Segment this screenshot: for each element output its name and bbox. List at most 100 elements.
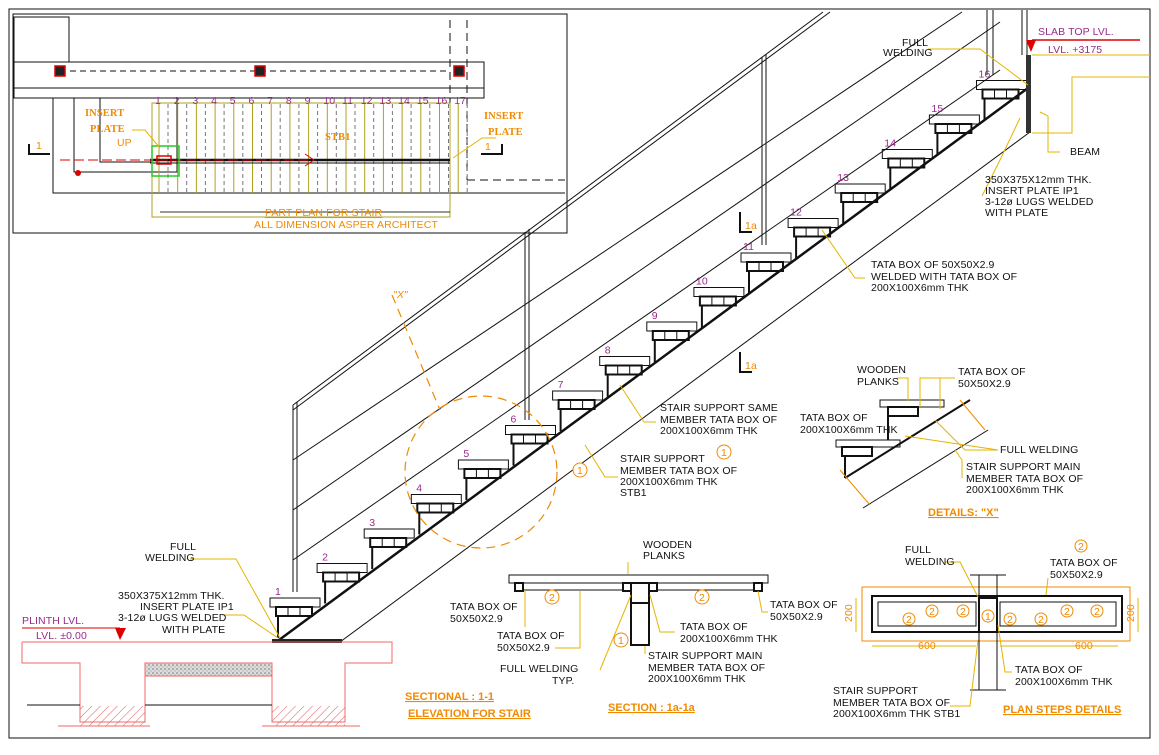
support-member-2: MEMBER TATA BOX OF	[620, 465, 737, 477]
step-tread	[599, 356, 651, 366]
mid-rail	[292, 21, 1001, 511]
section-full-welding-1: FULL WELDING	[500, 663, 578, 675]
step-number: 1	[275, 586, 281, 598]
tag-2: 2	[906, 614, 912, 626]
step-tata-box	[322, 571, 361, 583]
section-tata-left2-1: TATA BOX OF	[497, 630, 565, 642]
step-tata-box	[604, 364, 643, 376]
detail-support-main-1: STAIR SUPPORT MAIN	[966, 461, 1080, 473]
support-same-2: MEMBER TATA BOX OF	[660, 414, 777, 426]
step-tata-box	[887, 157, 926, 169]
tag-1: 1	[985, 611, 991, 623]
section-mark-left: 1	[36, 140, 42, 152]
level-marker-icon	[115, 628, 126, 640]
plan-step-number: 12	[361, 95, 373, 107]
insert-plate-bottom-1: 350X375X12mm THK.	[118, 590, 225, 602]
plan-step-number: 9	[305, 95, 311, 107]
step-number: 4	[416, 483, 422, 495]
tag-2-circle	[1034, 612, 1048, 626]
plan-step-number: 6	[249, 95, 255, 107]
support-same-1: STAIR SUPPORT SAME	[660, 402, 778, 414]
tag-2-circle	[956, 604, 970, 618]
step-number: 14	[884, 138, 896, 150]
plinth-label: PLINTH LVL.	[22, 615, 84, 627]
step-number: 16	[979, 69, 991, 81]
section-mark-right: 1	[485, 141, 491, 153]
section-1a: 2 2 1 WOODEN PLANKS TATA BOX OF 50X50X2.…	[450, 539, 838, 714]
plan-support-3: 200X100X6mm THK STB1	[833, 708, 960, 720]
section-title: SECTION : 1a-1a	[608, 702, 696, 714]
elevation-title-1: SECTIONAL : 1-1	[405, 691, 494, 703]
section-tata-left-1: TATA BOX OF	[450, 601, 518, 613]
insert-plate-label-left-1: INSERT	[85, 108, 124, 119]
plan-step-number: 4	[211, 95, 217, 107]
plan-tata-small-1: TATA BOX OF	[1050, 557, 1118, 569]
tata-welded-2: WELDED WITH TATA BOX OF	[871, 271, 1017, 283]
section-tata-mid-2: 200X100X6mm THK	[680, 633, 778, 645]
beam-label: BEAM	[1070, 146, 1100, 158]
support-member-1: STAIR SUPPORT	[620, 453, 705, 465]
level-marker-icon	[1026, 40, 1036, 52]
plan-step-number: 13	[379, 95, 391, 107]
dim-depth-right: 200	[1125, 604, 1137, 622]
detail-x-marker: "X"	[393, 289, 409, 301]
support-member-4: STB1	[620, 487, 647, 499]
slab-top-label: SLAB TOP LVL.	[1038, 26, 1114, 38]
plan-tata-big-2: 200X100X6mm THK	[1015, 676, 1113, 688]
plan-tata-big-1: TATA BOX OF	[1015, 664, 1083, 676]
section-marker-1a-bottom: 1a	[745, 360, 757, 372]
dim-width-left: 600	[918, 640, 936, 652]
step-number: 2	[322, 552, 328, 564]
insert-plate-label-right-2: PLATE	[488, 127, 523, 138]
step-tata-box	[746, 261, 784, 272]
step-number: 10	[696, 276, 708, 288]
tag-2-circle	[1003, 612, 1017, 626]
detail-x-title: DETAILS: "X"	[928, 507, 999, 519]
detail-support-main-3: 200X100X6mm THK	[966, 484, 1064, 496]
step-tata-box	[416, 502, 455, 514]
tag-2: 2	[1007, 614, 1013, 626]
step-tread	[787, 218, 839, 228]
mid-rail	[292, 11, 963, 461]
step-tread	[363, 528, 415, 539]
step-tread	[834, 183, 886, 194]
tag-2: 2	[1094, 606, 1100, 618]
plan-step-number: 7	[267, 95, 273, 107]
section-full-welding-2: TYP.	[552, 675, 574, 687]
step-number: 11	[743, 241, 754, 253]
slab-top-level: LVL. +3175	[1048, 44, 1102, 56]
detail-wooden-planks-2: PLANKS	[857, 376, 899, 388]
insert-plate-top-3: 3-12ø LUGS WELDED	[985, 196, 1094, 208]
step-tata-box	[651, 330, 690, 341]
plan-step-number: 16	[436, 95, 448, 107]
plan-step-number: 3	[192, 95, 198, 107]
section-tata-right-2: 50X50X2.9	[770, 611, 823, 623]
tag-2-circle	[902, 612, 916, 626]
tag-2: 2	[929, 606, 935, 618]
step-tata-box	[793, 226, 832, 238]
full-welding-top-1: FULL	[902, 37, 928, 49]
step-tata-box	[981, 88, 1020, 100]
step-tata-box	[934, 123, 973, 134]
step-tread	[552, 390, 604, 401]
step-number: 9	[652, 310, 658, 322]
column-icon	[453, 65, 465, 77]
step-tread	[457, 459, 509, 470]
support-same-3: 200X100X6mm THK	[660, 425, 758, 437]
full-welding-bottom-2: WELDING	[145, 552, 195, 564]
plan-tata-small-2: 50X50X2.9	[1050, 569, 1103, 581]
dim-width-right: 600	[1075, 640, 1093, 652]
step-number: 7	[558, 379, 564, 391]
step-tata-box	[840, 192, 879, 203]
plan-title: PART PLAN FOR STAIR	[265, 207, 383, 219]
section-marker-1a-top: 1a	[745, 220, 757, 232]
step-number: 3	[369, 517, 375, 529]
column-icon	[54, 65, 66, 77]
tag-1: 1	[618, 635, 624, 647]
step-number: 13	[837, 172, 849, 184]
tag-1: 1	[721, 447, 727, 459]
insert-plate-top-4: WITH PLATE	[985, 207, 1048, 219]
section-wooden-planks-2: PLANKS	[643, 550, 685, 562]
